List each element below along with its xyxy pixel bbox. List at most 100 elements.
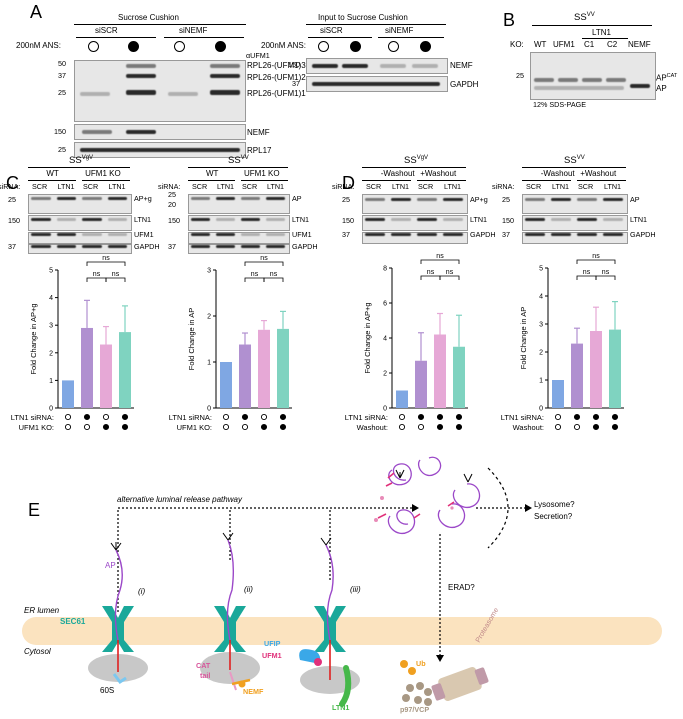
c-right-header-rule [188, 167, 288, 168]
a-right-ans-label: 200nM ANS: [261, 41, 306, 50]
d-right-mw-0: 25 [502, 195, 510, 204]
c-right-band-label-2: UFM1 [292, 230, 312, 239]
a-left-band-ufm1-1: RPL26-(UFM1)1 [247, 89, 306, 98]
c-right-blot-1 [188, 215, 290, 231]
c-left-lane-3: LTN1 [108, 182, 126, 191]
e-sec61-label: SEC61 [60, 617, 86, 626]
d-left-mw-0: 25 [342, 195, 350, 204]
e-ap-label: AP [105, 561, 116, 570]
a-left-top-label: αUFM1 [246, 51, 270, 60]
panel-letter-e: E [28, 500, 41, 520]
c-right-band-label-0: AP [292, 194, 302, 203]
c-left-band-0-0 [31, 197, 51, 200]
b-mw-25: 25 [516, 71, 524, 80]
c-left-group-rule-1 [28, 180, 76, 181]
c-left-header: SSVgV [69, 155, 94, 167]
d-left-band-0-3 [443, 198, 463, 201]
c-right-band-2-1 [216, 233, 235, 236]
d-left-band-2-2 [417, 233, 437, 236]
panel-letter-a: A [30, 2, 43, 22]
e-cytosol-label: Cytosol [24, 647, 51, 656]
c-right-band-1-1 [216, 218, 235, 221]
d-right-group-rule-2 [577, 180, 626, 181]
d-right-lane-0: SCR [526, 182, 542, 191]
a-right-ans-on-2 [420, 41, 431, 52]
e-tail-label: tail [200, 671, 211, 680]
c-right-lane-1: LTN1 [217, 182, 235, 191]
c-right-band-label-1: LTN1 [292, 215, 310, 224]
d-left-blot-1 [362, 215, 468, 231]
a-left-header: Sucrose Cushion [118, 13, 179, 22]
c-right-lane-3: LTN1 [267, 182, 285, 191]
d-left-mw-2: 37 [342, 230, 350, 239]
c-left-sirna-label: siRNA: [0, 182, 21, 191]
c-left-lane-0: SCR [32, 182, 48, 191]
c-right-sirna-label: siRNA: [158, 182, 181, 191]
d-right-group-2: +Washout [580, 169, 617, 178]
c-left-group-rule-2 [82, 180, 130, 181]
a-right-mw-150: 150 [288, 60, 300, 69]
c-left-blot-1 [28, 215, 132, 231]
d-right-band-0-1 [551, 198, 571, 201]
a-right-band-nemf: NEMF [450, 61, 473, 70]
e-lysosome-label: Lysosome? [534, 500, 575, 509]
d-left-group-1: -Washout [380, 169, 415, 178]
c-right-band-1-0 [191, 218, 210, 221]
b-band-ap-cat: APCAT [656, 73, 678, 83]
d-right-band-0-0 [525, 198, 545, 201]
c-left-lane-2: SCR [83, 182, 99, 191]
c-left-header-rule [28, 167, 130, 168]
c-right-band-0-0 [191, 197, 210, 200]
a-left-ans-label: 200nM ANS: [16, 41, 61, 50]
d-left-header: SSVgV [404, 155, 429, 167]
c-right-mw-0: 25 [168, 190, 176, 199]
c-right-blot-0 [188, 194, 290, 214]
c-right-band-2-2 [241, 233, 260, 236]
c-left-group-1: WT [46, 169, 59, 178]
d-left-group-2: +Washout [420, 169, 457, 178]
d-right-band-2-1 [551, 233, 571, 236]
d-right-mw-2: 37 [502, 230, 510, 239]
d-right-band-2-0 [525, 233, 545, 236]
c-left-band-3-1 [56, 245, 76, 248]
d-left-band-label-2: GAPDH [470, 230, 496, 239]
a-left-ans-on-1 [128, 41, 139, 52]
a-right-group-1: siSCR [320, 26, 343, 35]
c-right-band-2-3 [266, 233, 285, 236]
d-left-group-rule-2 [417, 180, 466, 181]
d-left-lane-2: SCR [418, 182, 434, 191]
d-left-band-0-1 [391, 198, 411, 201]
a-right-mw-37: 37 [292, 79, 300, 88]
c-left-blot-0 [28, 194, 132, 214]
c-right-header: SSVV [228, 155, 249, 167]
b-blot [530, 52, 656, 100]
b-ko-label: KO: [510, 40, 524, 49]
a-left-band-ufm1-2: RPL26-(UFM1)2 [247, 73, 306, 82]
e-ufm1-label: UFM1 [262, 651, 282, 660]
d-right-band-2-3 [603, 233, 623, 236]
c-left-band-2-2 [82, 233, 102, 236]
d-right-band-label-1: LTN1 [630, 215, 648, 224]
a-left-blot-nemf [74, 124, 246, 140]
d-right-blot-1 [522, 215, 628, 231]
d-right-group-rule-1 [522, 180, 571, 181]
b-lane-nemf: NEMF [628, 40, 651, 49]
c-left-band-3-0 [31, 245, 51, 248]
a-left-band-nemf: NEMF [247, 128, 270, 137]
b-lane-c2: C2 [607, 40, 618, 49]
c-left-band-3-3 [107, 245, 127, 248]
e-er-lumen-label: ER lumen [24, 606, 60, 615]
c-left-band-2-3 [107, 233, 127, 236]
d-left-header-rule [362, 167, 466, 168]
er-membrane [22, 617, 662, 645]
c-right-blot-2 [188, 232, 290, 244]
e-step-i: (i) [138, 587, 146, 596]
c-left-lane-1: LTN1 [57, 182, 75, 191]
e-step-iii: (iii) [350, 585, 361, 594]
a-left-band-ufm1-3: RPL26-(UFM1)3 [247, 61, 306, 70]
d-left-band-1-3 [443, 218, 463, 221]
c-right-band-0-1 [216, 197, 235, 200]
a-left-mw-50: 50 [58, 59, 66, 68]
d-right-band-label-0: AP [630, 195, 640, 204]
d-right-group-1: -Washout [540, 169, 575, 178]
